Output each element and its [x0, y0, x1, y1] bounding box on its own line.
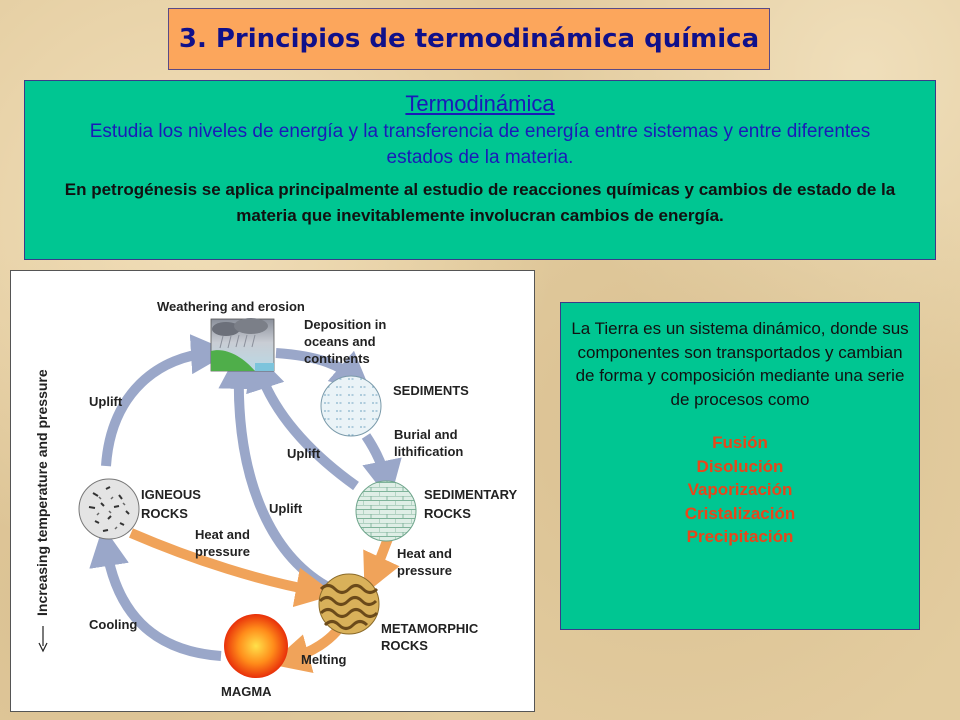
axis-label: Increasing temperature and pressure — [34, 369, 50, 616]
process-item-cristalizacion: Cristalización — [684, 503, 796, 523]
deposition-arrow — [275, 348, 372, 393]
heat-pressure-left-arrow — [129, 528, 336, 608]
thermodynamics-heading: Termodinámica — [405, 91, 555, 116]
rock-cycle-svg: Increasing temperature and pressure — [34, 299, 518, 699]
label-weathering: Weathering and erosion — [157, 299, 305, 314]
axis-arrowhead — [38, 642, 48, 653]
label-igneous-1: IGNEOUS — [141, 487, 201, 502]
metamorphic-rocks-circle — [318, 573, 380, 635]
weathering-image — [210, 318, 275, 372]
cooling-arrow — [89, 526, 222, 661]
label-magma: MAGMA — [221, 684, 272, 699]
uplift-inner-arrow — [218, 349, 329, 591]
label-sedimentary-2: ROCKS — [424, 506, 471, 521]
label-metamorphic-2: ROCKS — [381, 638, 428, 653]
label-igneous-2: ROCKS — [141, 506, 188, 521]
label-heat-right-2: pressure — [397, 563, 452, 578]
petrogenesis-text: En petrogénesis se aplica principalmente… — [64, 180, 896, 225]
thermodynamics-panel: Termodinámica Estudia los niveles de ene… — [24, 80, 936, 260]
label-sediments: SEDIMENTS — [393, 383, 469, 398]
heat-pressure-right-arrow — [363, 534, 400, 595]
burial-arrow — [361, 433, 402, 501]
process-item-fusion: Fusión — [712, 433, 768, 452]
title-box: 3. Principios de termodinámica química — [168, 8, 770, 70]
label-cooling: Cooling — [89, 617, 137, 632]
process-list: Fusión Disolución Vaporización Cristaliz… — [561, 431, 919, 549]
label-heat-right-1: Heat and — [397, 546, 452, 561]
label-sedimentary-1: SEDIMENTARY — [424, 487, 518, 502]
process-item-disolucion: Disolución — [696, 456, 784, 476]
page-title: 3. Principios de termodinámica química — [178, 24, 760, 54]
label-deposition-3: continents — [304, 351, 370, 366]
earth-system-text: La Tierra es un sistema dinámico, donde … — [571, 319, 909, 409]
process-item-precipitacion: Precipitación — [686, 527, 794, 546]
label-heat-left-2: pressure — [195, 544, 250, 559]
label-uplift-inner: Uplift — [269, 501, 303, 516]
label-burial-1: Burial and — [394, 427, 458, 442]
igneous-rocks-circle — [78, 478, 140, 540]
label-uplift-mid: Uplift — [287, 446, 321, 461]
sedimentary-rocks-circle — [355, 480, 417, 542]
rock-cycle-diagram: Increasing temperature and pressure — [10, 270, 535, 712]
magma-circle — [224, 614, 288, 678]
earth-system-panel: La Tierra es un sistema dinámico, donde … — [560, 302, 920, 630]
uplift-left-arrow — [101, 334, 231, 467]
label-metamorphic-1: METAMORPHIC — [381, 621, 479, 636]
label-melting: Melting — [301, 652, 347, 667]
sediments-circle — [320, 375, 382, 437]
label-heat-left-1: Heat and — [195, 527, 250, 542]
process-item-vaporizacion: Vaporización — [687, 480, 793, 499]
uplift-mid-arrow — [246, 349, 359, 491]
label-uplift-left: Uplift — [89, 394, 123, 409]
thermodynamics-description: Estudia los niveles de energía y la tran… — [89, 121, 871, 168]
label-deposition-1: Deposition in — [304, 317, 386, 332]
label-deposition-2: oceans and — [304, 334, 376, 349]
label-burial-2: lithification — [394, 444, 463, 459]
